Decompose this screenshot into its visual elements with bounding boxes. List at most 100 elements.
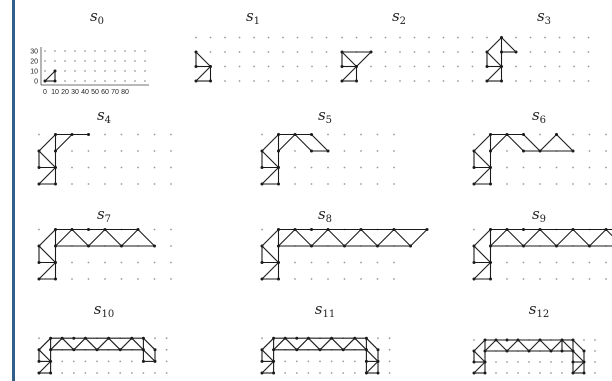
grid-dot bbox=[376, 133, 379, 136]
grid-dot bbox=[120, 150, 123, 152]
grid-dot bbox=[104, 278, 106, 280]
member-edge bbox=[556, 134, 574, 152]
grid-dot bbox=[473, 339, 475, 341]
joint-node bbox=[472, 371, 476, 375]
grid-dot bbox=[94, 70, 96, 72]
grid-dot bbox=[588, 183, 591, 185]
grid-dot bbox=[428, 80, 430, 82]
member-edge bbox=[331, 337, 344, 351]
grid-dot bbox=[170, 150, 172, 152]
grid-dot bbox=[104, 150, 106, 152]
joint-node bbox=[483, 338, 487, 342]
grid-dot bbox=[311, 51, 313, 53]
grid-dot bbox=[495, 361, 497, 363]
joint-node bbox=[318, 348, 322, 352]
grid-dot bbox=[376, 183, 379, 185]
grid-dot bbox=[384, 51, 387, 53]
structure-panel-4: s4 bbox=[37, 106, 172, 186]
grid-dot bbox=[54, 60, 56, 62]
member-edge bbox=[377, 229, 395, 247]
grid-dot bbox=[486, 36, 488, 39]
grid-dot bbox=[87, 183, 90, 185]
grid-dot bbox=[209, 51, 212, 53]
joint-node bbox=[489, 133, 492, 136]
joint-node bbox=[472, 261, 476, 264]
joint-node bbox=[485, 79, 489, 83]
joint-node bbox=[70, 133, 74, 136]
member-edge bbox=[311, 229, 329, 247]
grid-dot bbox=[506, 150, 508, 152]
grid-dot bbox=[94, 50, 96, 52]
member-edge bbox=[131, 337, 144, 351]
grid-dot bbox=[572, 133, 574, 136]
grid-dot bbox=[253, 51, 255, 53]
joint-node bbox=[54, 133, 57, 136]
grid-dot bbox=[284, 360, 287, 363]
grid-dot bbox=[119, 372, 122, 374]
grid-dot bbox=[64, 70, 66, 72]
grid-dot bbox=[61, 372, 64, 374]
joint-node bbox=[103, 228, 107, 231]
joint-node bbox=[340, 79, 344, 83]
grid-dot bbox=[572, 278, 574, 280]
grid-dot bbox=[388, 337, 391, 340]
grid-dot bbox=[311, 65, 313, 68]
member-edge bbox=[490, 229, 508, 247]
member-edge bbox=[71, 229, 89, 247]
joint-node bbox=[283, 336, 287, 340]
grid-dot bbox=[114, 80, 116, 82]
joint-node bbox=[505, 228, 509, 231]
stage-label: s0 bbox=[90, 7, 104, 27]
grid-dot bbox=[522, 261, 525, 264]
joint-node bbox=[516, 338, 520, 342]
grid-dot bbox=[327, 183, 329, 185]
grid-dot bbox=[170, 166, 172, 169]
grid-dot bbox=[330, 360, 333, 363]
grid-dot bbox=[84, 50, 86, 52]
joint-node bbox=[500, 79, 503, 83]
grid-dot bbox=[587, 65, 590, 68]
joint-node bbox=[272, 336, 276, 340]
member-edge bbox=[506, 339, 519, 352]
joint-node bbox=[538, 149, 542, 153]
grid-dot bbox=[384, 36, 387, 39]
structure-panel-8: s8 bbox=[260, 205, 429, 281]
grid-dot bbox=[44, 60, 46, 62]
joint-node bbox=[472, 182, 476, 186]
grid-dot bbox=[605, 261, 607, 264]
grid-dot bbox=[294, 278, 296, 280]
grid-dot bbox=[307, 372, 310, 374]
grid-dot bbox=[253, 36, 255, 39]
grid-dot bbox=[572, 166, 574, 169]
grid-dot bbox=[528, 372, 530, 374]
joint-node bbox=[560, 338, 564, 342]
member-edge bbox=[38, 349, 51, 362]
member-edge bbox=[50, 337, 63, 351]
grid-dot bbox=[87, 261, 90, 264]
grid-dot bbox=[605, 166, 607, 169]
grid-dot bbox=[84, 80, 86, 82]
joint-node bbox=[194, 79, 198, 83]
grid-dot bbox=[343, 183, 346, 185]
grid-dot bbox=[457, 36, 459, 39]
joint-node bbox=[37, 182, 41, 186]
member-edge bbox=[261, 150, 279, 168]
grid-dot bbox=[544, 51, 546, 53]
joint-node bbox=[37, 149, 41, 153]
grid-dot bbox=[341, 36, 343, 39]
member-edge bbox=[121, 229, 139, 247]
grid-dot bbox=[267, 36, 270, 39]
grid-dot bbox=[284, 372, 287, 374]
grid-dot bbox=[144, 60, 146, 62]
y-tick-label: 30 bbox=[30, 49, 38, 56]
joint-node bbox=[54, 277, 57, 281]
grid-dot bbox=[399, 51, 401, 53]
joint-node bbox=[87, 133, 90, 136]
joint-node bbox=[409, 244, 412, 248]
joint-node bbox=[136, 228, 140, 231]
grid-dot bbox=[64, 50, 66, 52]
grid-dot bbox=[296, 51, 299, 53]
member-edge bbox=[319, 337, 332, 351]
stage-label: s2 bbox=[392, 7, 406, 27]
